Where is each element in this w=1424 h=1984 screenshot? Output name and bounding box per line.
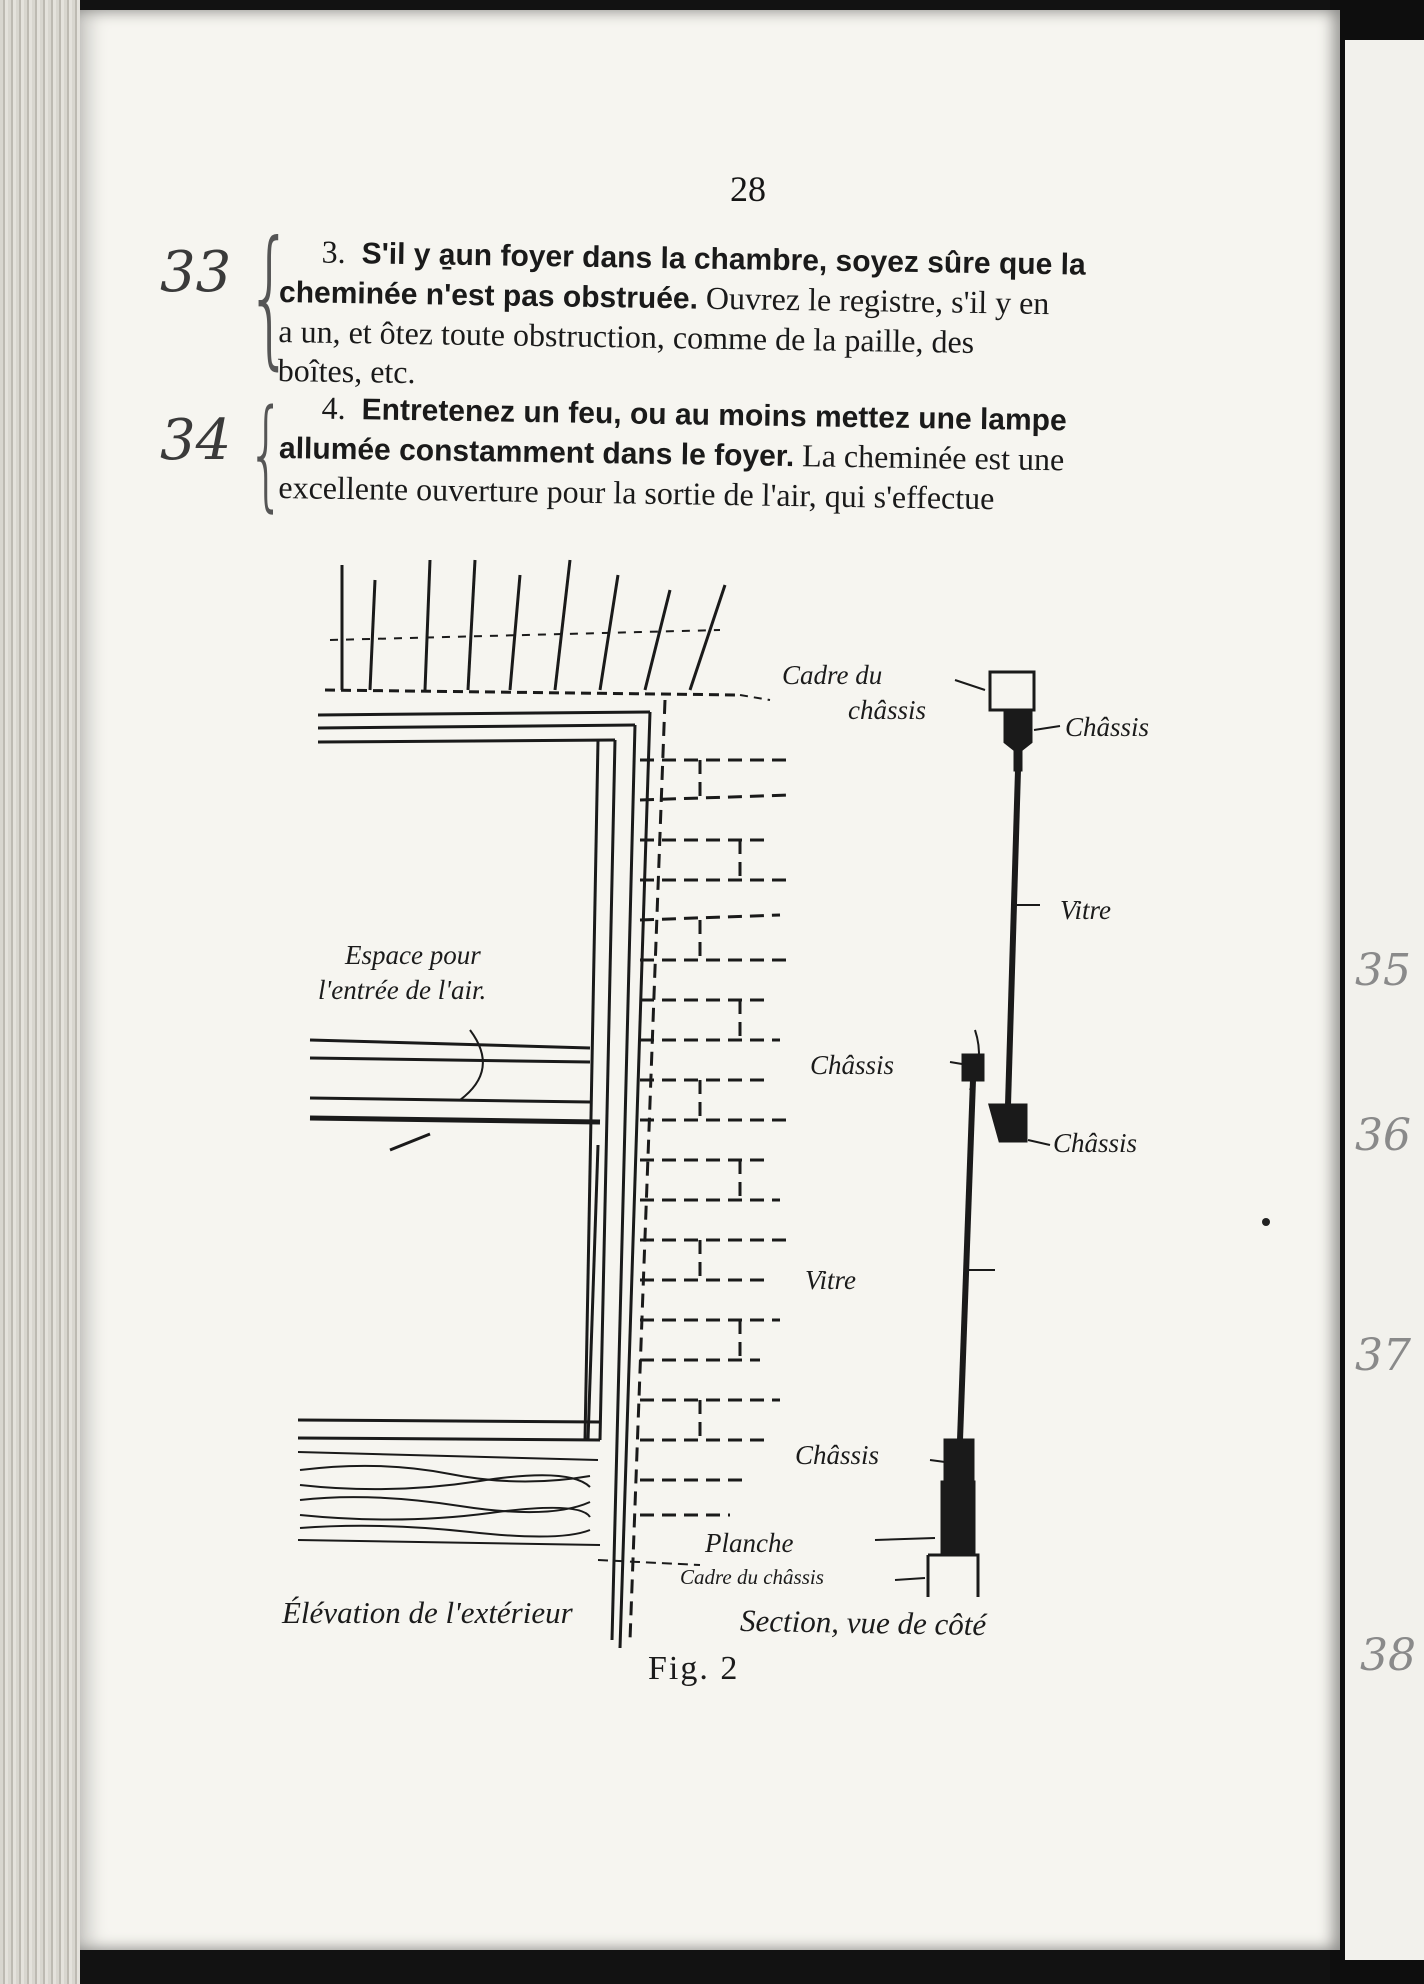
dim-line [597, 1559, 701, 1566]
margin-note-right: 38 [1360, 1630, 1416, 1681]
ink-dot [1262, 1218, 1270, 1226]
label-vitre-1: Vitre [1060, 895, 1111, 925]
margin-note: 34 [160, 408, 232, 473]
label-vitre-2: Vitre [805, 1265, 856, 1295]
facing-page-edge [1345, 40, 1424, 1960]
margin-note-right: 35 [1355, 945, 1411, 996]
window-frame [297, 710, 652, 1649]
margin-note: 33 [160, 240, 232, 305]
figure-label: Fig. 2 [648, 1650, 740, 1687]
air-flow-arrow [459, 1029, 484, 1101]
label-chassis-1: Châssis [1065, 712, 1150, 742]
label-chassis-3: Châssis [1053, 1128, 1138, 1158]
margin-brace: { [247, 385, 286, 524]
label-chassis-frame: châssis [848, 695, 927, 725]
label-chassis-2: Châssis [810, 1050, 895, 1080]
brick-wall [628, 699, 791, 1641]
caption-right: Section, vue de côté [739, 1602, 987, 1643]
lintel-hatching [324, 559, 771, 701]
label-cadre-bottom: Cadre du châssis [680, 1565, 824, 1589]
air-arrow-tail [389, 1132, 431, 1152]
page-number: 28 [730, 169, 766, 209]
section-view [874, 670, 1061, 1597]
label-espace: Espace pour [345, 940, 481, 970]
book-page [80, 10, 1340, 1950]
label-chassis-4: Châssis [795, 1440, 880, 1470]
margin-brace: { [245, 210, 294, 384]
caption-left: Élévation de l'extérieur [282, 1595, 573, 1630]
label-planche: Planche [705, 1528, 794, 1558]
label-cadre-du: Cadre du [782, 660, 883, 690]
sill-plank [297, 1451, 601, 1546]
margin-note-right: 36 [1355, 1110, 1411, 1161]
label-espace-2: l'entrée de l'air. [318, 975, 487, 1005]
margin-note-right: 37 [1355, 1330, 1411, 1381]
page-stack-edges [0, 0, 80, 1984]
